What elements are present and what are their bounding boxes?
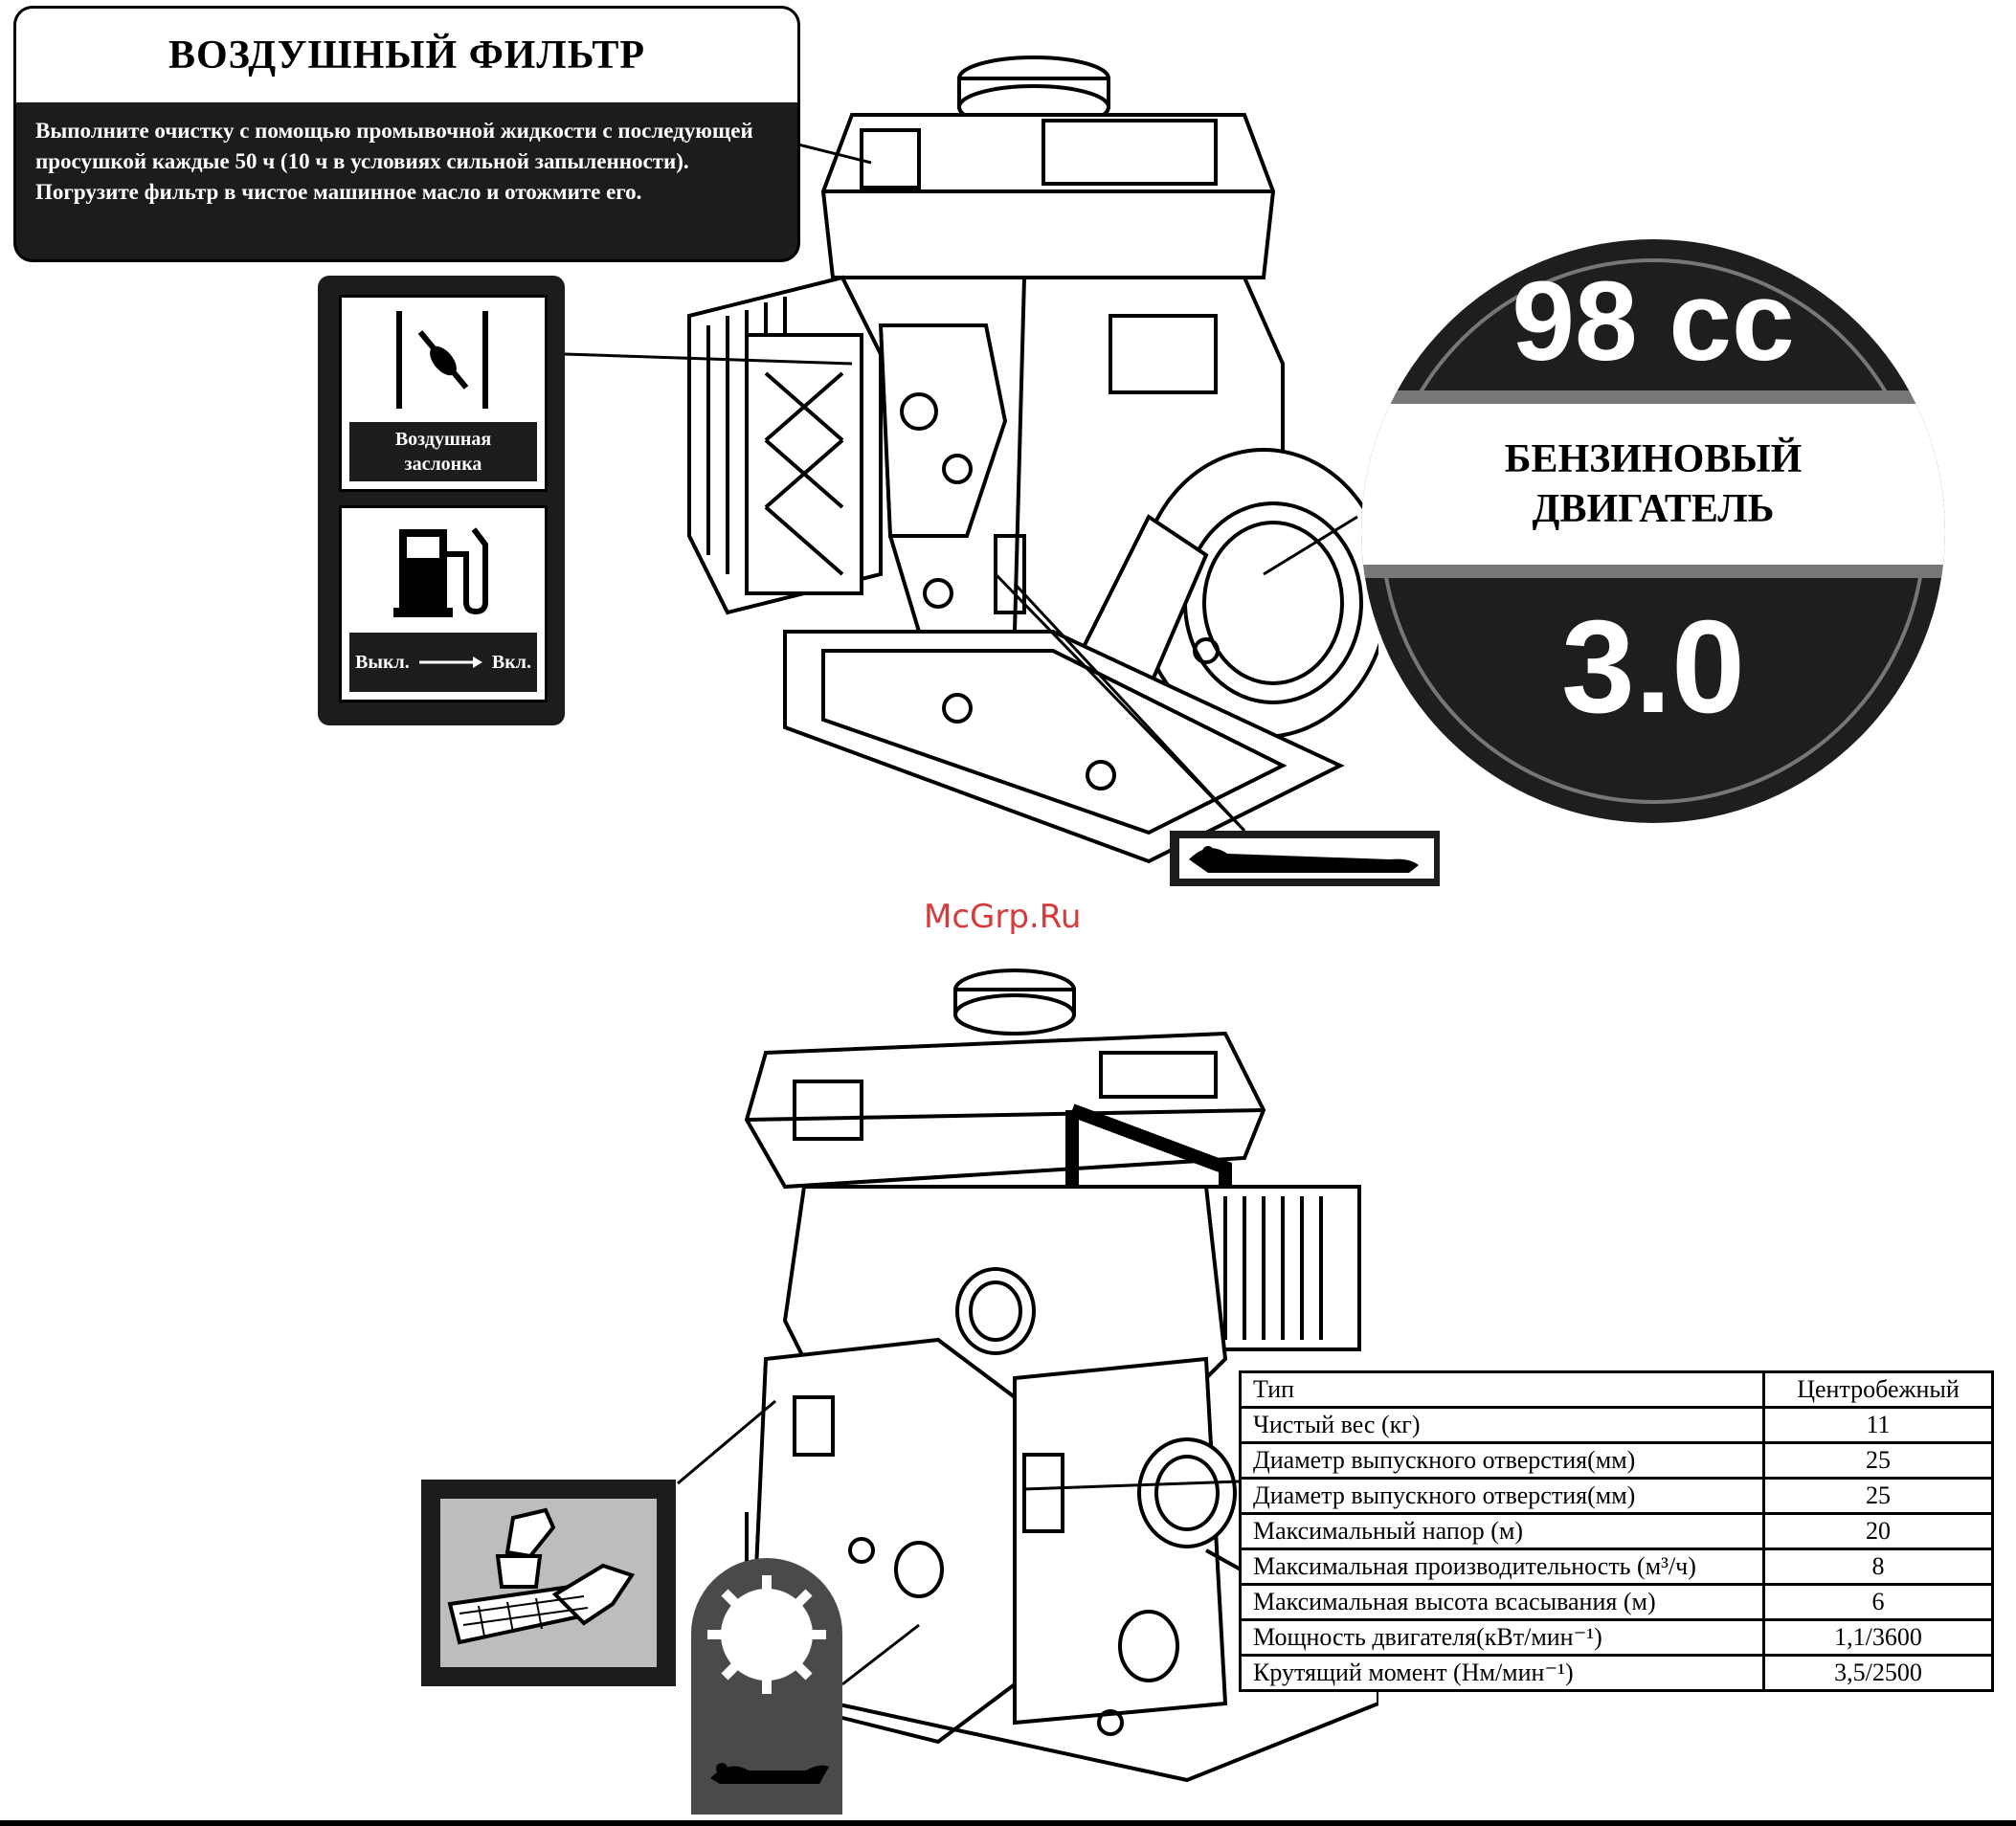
engine-volume: 98 cc: [1512, 258, 1795, 385]
table-row: Максимальный напор (м)20: [1239, 1512, 1994, 1550]
engine-type-line2: ДВИГАТЕЛЬ: [1532, 487, 1775, 531]
oil-can-icon: [1179, 838, 1434, 879]
fuel-off-text: Выкл.: [355, 652, 410, 673]
choke-label-line1: Воздушная: [394, 429, 492, 450]
leader-lines-bottom: [0, 1340, 2016, 1818]
spec-param: Максимальный напор (м): [1239, 1512, 1765, 1550]
table-row: Максимальная высота всасывания (м)6: [1239, 1583, 1994, 1621]
oil-gear-icon: [691, 1558, 829, 1784]
spec-param: Диаметр выпускного отверстия(мм): [1239, 1477, 1765, 1515]
air-filter-title: ВОЗДУШНЫЙ ФИЛЬТР: [168, 33, 646, 78]
bottom-rule: [0, 1820, 2016, 1826]
arrow-right-icon: [417, 657, 482, 668]
spec-value: 25: [1762, 1441, 1994, 1480]
engine-badge: 98 cc БЕНЗИНОВЫЙ ДВИГАТЕЛЬ 3.0: [1361, 239, 1945, 823]
spec-param: Мощность двигателя(кВт/мин⁻¹): [1239, 1618, 1765, 1657]
fuel-on-text: Вкл.: [491, 652, 531, 673]
choke-label-text: Воздушная заслонка: [349, 422, 537, 481]
water-fill-label: [421, 1480, 676, 1686]
choke-valve-icon: [380, 307, 504, 412]
water-pouring-icon: [440, 1499, 657, 1667]
spec-value: 3,5/2500: [1762, 1654, 1994, 1692]
water-fill-label-inner: [440, 1499, 657, 1667]
spec-value: 1,1/3600: [1762, 1618, 1994, 1657]
oil-switch-label: [1170, 831, 1440, 886]
table-row: Максимальная производительность (м³/ч)8: [1239, 1548, 1994, 1586]
fuel-label-text: Выкл. Вкл.: [349, 633, 537, 692]
choke-label-line2: заслонка: [404, 454, 482, 475]
spec-value: Центробежный: [1762, 1370, 1994, 1409]
spec-param: Тип: [1239, 1370, 1765, 1409]
table-row: Мощность двигателя(кВт/мин⁻¹)1,1/3600: [1239, 1618, 1994, 1657]
choke-label: Воздушная заслонка: [339, 295, 548, 492]
table-row: Диаметр выпускного отверстия(мм)25: [1239, 1441, 1994, 1480]
spec-param: Чистый вес (кг): [1239, 1406, 1765, 1444]
pump-drawing: [728, 957, 1378, 1809]
spec-param: Максимальная высота всасывания (м): [1239, 1583, 1765, 1621]
table-row: Крутящий момент (Нм/мин⁻¹)3,5/2500: [1239, 1654, 1994, 1692]
air-filter-text: Выполните очистку с помощью промывочной …: [35, 119, 753, 204]
spec-value: 11: [1762, 1406, 1994, 1444]
table-row: Диаметр выпускного отверстия(мм)25: [1239, 1477, 1994, 1515]
spec-param: Диаметр выпускного отверстия(мм): [1239, 1441, 1765, 1480]
watermark: McGrp.Ru: [924, 898, 1082, 936]
fuel-pump-icon: [393, 516, 504, 617]
leader-lines-top: [0, 0, 2016, 919]
engine-type-line1: БЕНЗИНОВЫЙ: [1504, 437, 1803, 481]
oil-level-label: [691, 1558, 842, 1815]
choke-fuel-panel: Воздушная заслонка Выкл. Вкл.: [318, 276, 565, 725]
air-filter-label: ВОЗДУШНЫЙ ФИЛЬТР Выполните очистку с пом…: [13, 6, 800, 262]
spec-param: Максимальная производительность (м³/ч): [1239, 1548, 1765, 1586]
table-row: Чистый вес (кг)11: [1239, 1406, 1994, 1444]
spec-value: 8: [1762, 1548, 1994, 1586]
engine-type-band: БЕНЗИНОВЫЙ ДВИГАТЕЛЬ: [1361, 390, 1945, 578]
air-filter-title-bar: ВОЗДУШНЫЙ ФИЛЬТР: [16, 9, 797, 102]
spec-value: 20: [1762, 1512, 1994, 1550]
spec-value: 25: [1762, 1477, 1994, 1515]
spec-value: 6: [1762, 1583, 1994, 1621]
fuel-label: Выкл. Вкл.: [339, 505, 548, 702]
spec-param: Крутящий момент (Нм/мин⁻¹): [1239, 1654, 1765, 1692]
engine-power: 3.0: [1561, 593, 1745, 741]
